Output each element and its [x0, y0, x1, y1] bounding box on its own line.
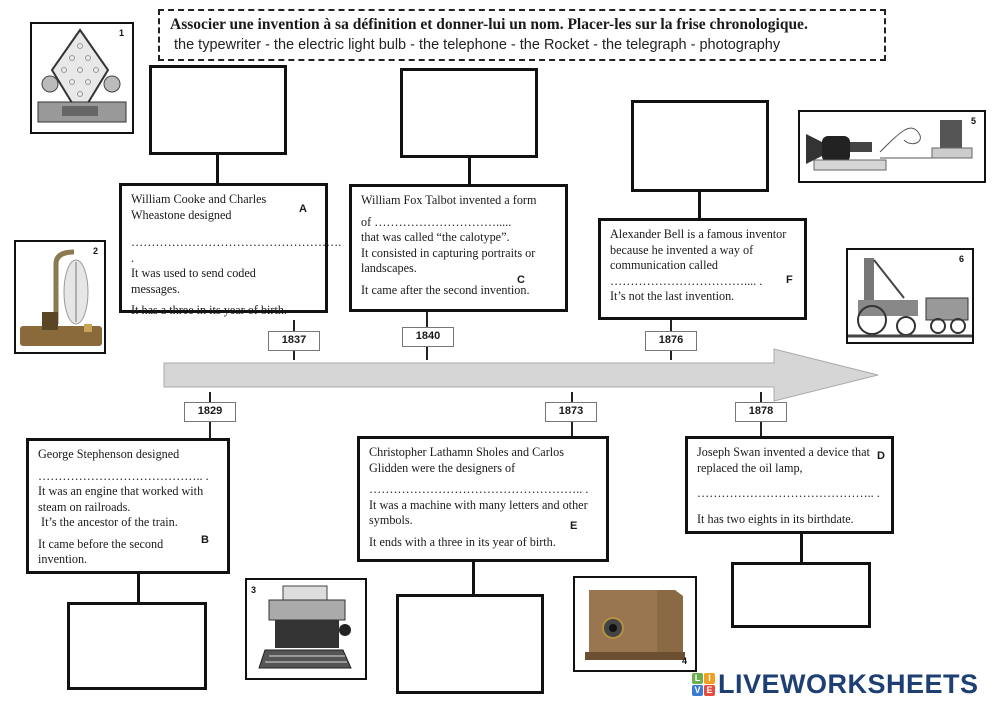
picture-number: 6: [958, 254, 964, 264]
telephone-illustration: [806, 120, 973, 171]
clue-box-c: William Fox Talbot invented a form of ………: [349, 184, 568, 312]
blank-line[interactable]: …………………………………………….. .: [369, 482, 589, 496]
clue-text: It’s the ancestor of the train.: [38, 515, 178, 529]
connector-line: [216, 155, 219, 183]
connector-line: [698, 192, 701, 218]
clue-text: It ends with a three in its year of birt…: [369, 534, 556, 549]
clue-letter: F: [786, 274, 793, 286]
year-label-1837: 1837: [268, 331, 320, 351]
blank-line[interactable]: of ………………………….....: [361, 214, 512, 229]
answer-box-1[interactable]: [149, 65, 287, 155]
clue-box-f: Alexander Bell is a famous inventor beca…: [598, 218, 807, 320]
clue-text: that was called “the calotype”.: [361, 230, 510, 244]
timeline-arrow: [163, 348, 879, 402]
year-label-1876: 1876: [645, 331, 697, 351]
logo-blocks-icon: L I V E: [692, 672, 715, 696]
answer-box-2[interactable]: [400, 68, 538, 158]
camera-illustration: [585, 590, 685, 660]
clue-text: Joseph Swan invented a device that repla…: [697, 445, 870, 475]
logo-block: E: [704, 684, 715, 696]
clue-box-e: Christopher Lathamn Sholes and Carlos Gl…: [357, 436, 609, 562]
clue-letter: E: [570, 520, 578, 532]
word-bank: the typewriter - the electric light bulb…: [174, 37, 781, 53]
year-label-1878: 1878: [735, 402, 787, 422]
picture-number: 1: [118, 28, 124, 38]
connector-line: [800, 534, 803, 564]
clue-box-a: William Cooke and Charles Wheastone desi…: [119, 183, 342, 317]
clue-letter: D: [877, 450, 885, 462]
picture-telephone[interactable]: 5: [798, 110, 986, 183]
typewriter-illustration: [258, 585, 352, 669]
answer-box-5[interactable]: [396, 594, 544, 694]
clue-text: It has two eights in its birthdate.: [697, 511, 854, 526]
clue-text: It was an engine that worked with steam …: [38, 484, 204, 514]
answer-box-3[interactable]: [631, 100, 769, 192]
logo-block: I: [704, 672, 715, 684]
clue-text: It came before the second invention.: [38, 536, 164, 567]
rocket-locomotive-illustration: [848, 258, 972, 338]
clue-text: It consisted in capturing portraits or l…: [361, 245, 536, 276]
clue-text: It was a machine with many letters and o…: [369, 497, 588, 528]
connector-line: [468, 158, 471, 185]
clue-text: It has a three in its year of birth.: [131, 303, 288, 317]
clue-letter: A: [299, 203, 307, 215]
year-label-1840: 1840: [402, 327, 454, 347]
picture-typewriter[interactable]: 3: [245, 578, 367, 680]
light-bulb-illustration: [20, 249, 102, 346]
instructions-box: Associer une invention à sa définition e…: [158, 9, 886, 61]
clue-letter: C: [517, 274, 525, 286]
picture-light-bulb[interactable]: 2: [14, 240, 106, 354]
logo-text: LIVEWORKSHEETS: [718, 668, 979, 699]
picture-rocket[interactable]: 6: [846, 248, 974, 344]
clue-text: It came after the second invention.: [361, 282, 530, 297]
telegraph-illustration: [37, 28, 127, 123]
connector-line: [472, 562, 475, 596]
clue-text: William Fox Talbot invented a form: [361, 193, 537, 207]
year-label-1829: 1829: [184, 402, 236, 422]
liveworksheets-logo[interactable]: L I V E LIVEWORKSHEETS: [692, 668, 979, 699]
year-label-1873: 1873: [545, 402, 597, 422]
clue-box-d: Joseph Swan invented a device that repla…: [685, 436, 894, 534]
logo-block: L: [692, 672, 703, 684]
clue-text: William Cooke and Charles Wheastone desi…: [131, 192, 267, 222]
answer-box-4[interactable]: [67, 602, 207, 690]
clue-text: It’s not the last invention.: [610, 289, 735, 303]
blank-line[interactable]: …………………………….... .: [610, 273, 763, 288]
timeline-arrow-shape: [163, 348, 879, 402]
blank-line[interactable]: ……………………………………………. .: [131, 235, 342, 265]
blank-line[interactable]: ………………………………….. .: [38, 468, 209, 483]
answer-box-6[interactable]: [731, 562, 871, 628]
picture-number: 5: [970, 116, 976, 126]
clue-letter: B: [201, 534, 209, 546]
clue-text: Alexander Bell is a famous inventor beca…: [610, 227, 787, 272]
clue-box-b: George Stephenson designed ……………………………………: [26, 438, 230, 574]
logo-block: V: [692, 684, 703, 696]
picture-number: 4: [681, 656, 687, 666]
instructions-title: Associer une invention à sa définition e…: [170, 16, 808, 33]
connector-line: [137, 574, 140, 604]
blank-line[interactable]: …………………………………….. .: [697, 486, 880, 500]
picture-telegraph[interactable]: 1: [30, 22, 134, 134]
clue-text: George Stephenson designed: [38, 447, 180, 461]
picture-number: 2: [92, 246, 98, 256]
picture-number: 3: [251, 585, 257, 595]
clue-text: It was used to send coded messages.: [131, 266, 256, 296]
clue-text: Christopher Lathamn Sholes and Carlos Gl…: [369, 445, 564, 475]
picture-camera[interactable]: 4: [573, 576, 697, 672]
